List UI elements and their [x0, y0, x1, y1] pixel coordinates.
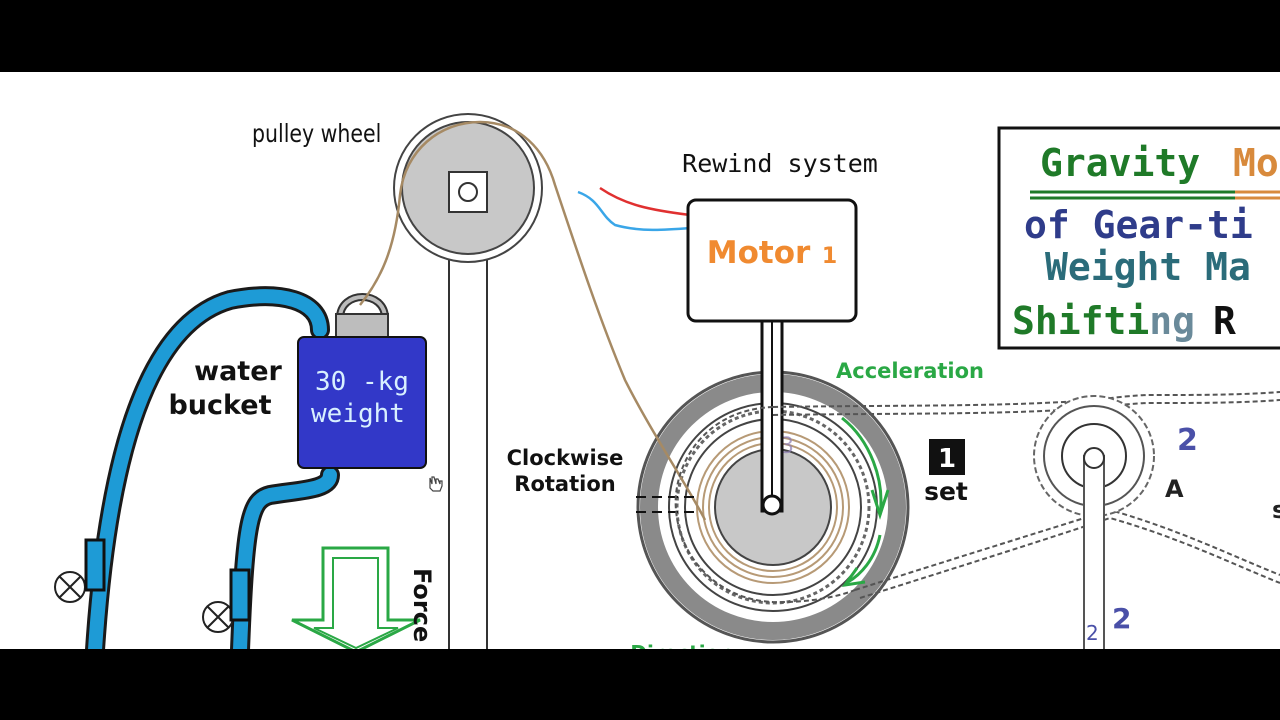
edge-fragment: s: [1272, 496, 1280, 524]
title-line1-green: Gravity: [1040, 141, 1200, 185]
water-hose-fill: [88, 289, 337, 649]
title-line4-teal: ng: [1149, 299, 1195, 343]
weight-label-line2: weight: [311, 399, 405, 429]
rope: [359, 120, 707, 521]
acceleration-arrow: [841, 416, 890, 588]
title-line1: Gravity Mo: [1040, 141, 1279, 185]
direction-label: Direction: [630, 641, 733, 649]
title-box: Gravity Mo of Gear-ti Weight Ma Shifting…: [997, 126, 1280, 350]
motor-label: Motor 1: [707, 235, 837, 271]
sprocket-letter: A: [1165, 475, 1184, 503]
water-hose: [85, 286, 340, 649]
title-line1-orange: Mo: [1233, 141, 1279, 185]
wire-red: [599, 186, 691, 217]
set-label: set: [924, 477, 968, 506]
motor-shaft: [760, 319, 784, 516]
pulley-wheel: [393, 113, 543, 263]
title-line4: Shifting R: [1012, 299, 1236, 343]
bucket-label: bucket: [168, 390, 271, 421]
flywheel-ticks: [636, 496, 700, 513]
diagram-canvas: pulley wheel: [0, 72, 1280, 649]
motor-label-word: Motor: [707, 235, 811, 271]
sprocket-a: [1033, 395, 1155, 649]
rotation-label: Rotation: [514, 472, 615, 496]
set-badge-number: 1: [938, 444, 956, 474]
lower-number-small: 2: [1086, 621, 1099, 645]
gravity-machine-diagram: pulley wheel: [54, 113, 1280, 649]
title-line2: of Gear-ti: [1024, 203, 1253, 247]
force-label: Force: [408, 568, 436, 642]
water-label: water: [194, 356, 282, 387]
weight-label-line1: 30 -kg: [315, 367, 409, 397]
sprocket-number: 2: [1177, 423, 1198, 458]
flywheel-chain: [674, 406, 856, 604]
hose-valves: [54, 538, 251, 633]
weight-block: [297, 336, 427, 469]
rewind-system-label: Rewind system: [682, 149, 878, 178]
hand-cursor-icon: [429, 476, 443, 492]
motor-label-number: 1: [822, 244, 837, 269]
title-line4-dark: R: [1213, 299, 1236, 343]
clockwise-label: Clockwise: [507, 446, 624, 470]
pulley-wheel-label: pulley wheel: [252, 120, 381, 148]
title-line4-green: Shifti: [1012, 299, 1149, 343]
title-line3: Weight Ma: [1045, 245, 1251, 289]
acceleration-label: Acceleration: [836, 359, 984, 383]
set-badge: [929, 439, 965, 475]
lower-number-large: 2: [1112, 602, 1131, 635]
wire-blue: [577, 190, 691, 232]
force-arrow: [291, 546, 421, 649]
